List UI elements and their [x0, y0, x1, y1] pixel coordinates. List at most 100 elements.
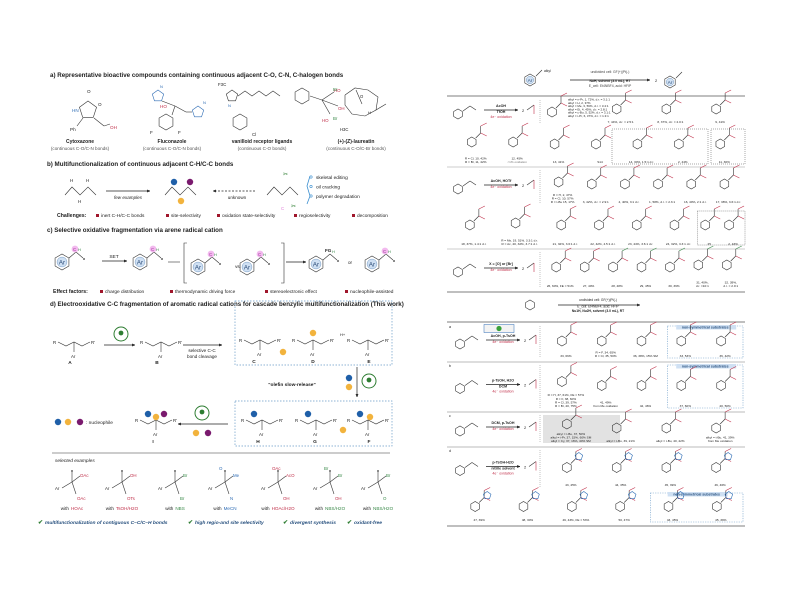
bond	[621, 247, 629, 252]
bond	[567, 172, 574, 177]
functional-group: Br	[180, 496, 185, 501]
oxazoline-ring	[724, 491, 733, 500]
nucleophile-ball	[250, 410, 258, 418]
sub-scheme-tag: c	[449, 414, 451, 418]
yield-label: alkyl = i-Pr, 6, 37%, d.r. = 1.3:1	[568, 114, 609, 118]
reagent-label: DCM	[499, 385, 507, 389]
atom-r-prime: R'	[277, 338, 281, 343]
substrate-ring	[525, 299, 535, 311]
product-count: 2	[524, 465, 527, 470]
bond	[661, 174, 668, 181]
bond	[650, 257, 657, 262]
bond	[570, 331, 578, 336]
atom-f: F	[150, 130, 153, 135]
nucleophile-ball	[170, 178, 178, 186]
bond	[277, 481, 283, 495]
yield-label: 29, 45%	[640, 284, 652, 288]
selected-examples-label: selected examples	[55, 458, 95, 464]
electrode-icon	[194, 405, 210, 421]
bullet-square-icon	[294, 214, 297, 217]
atom-o: O	[98, 102, 102, 107]
bond	[471, 462, 479, 467]
bond	[563, 134, 570, 139]
cleavage-label: bond cleavage	[187, 354, 217, 359]
functional-group: OH	[283, 496, 290, 501]
triazole-ring	[151, 89, 165, 102]
aryl-ring	[510, 217, 521, 229]
bullet-circle-icon	[309, 185, 313, 189]
arene-ring	[308, 255, 324, 273]
bond	[580, 487, 587, 491]
bond	[666, 164, 674, 169]
arene-highlight	[56, 256, 68, 268]
yield-label: 1, 58%, d.r. = 2.3:1	[649, 200, 675, 204]
aryl-ring	[711, 462, 721, 473]
bond	[604, 124, 612, 129]
yield-label: 33, 66%	[560, 354, 572, 358]
challenge-item: site-selectivity	[171, 213, 201, 219]
bond	[687, 124, 694, 129]
yield-label: alkyl = Me, 3, 56%, d.r. = 3.4:1	[568, 104, 609, 108]
yield-label: 18, 37%, 1.4:1 d.r.	[461, 242, 486, 246]
atom-fg: FG	[325, 248, 332, 253]
arene-highlight	[310, 258, 322, 270]
phenyl-ring	[294, 87, 310, 105]
reaction-arrow-head	[517, 338, 521, 342]
bond	[174, 475, 184, 483]
yield-label: 40, 50%	[719, 404, 731, 408]
nucleophile-ball	[186, 178, 194, 186]
bullet-square-icon	[345, 290, 348, 293]
substituent-dot	[71, 470, 73, 472]
substituent-dot	[277, 470, 279, 472]
atom-ar: Ar	[153, 432, 158, 437]
bond	[575, 448, 583, 452]
yield-label: R = Cl, 10, 57%	[552, 196, 574, 200]
atom-r: R	[347, 338, 350, 343]
bond	[690, 321, 697, 326]
arene-label: Ar	[668, 80, 673, 86]
atom-c: C	[73, 247, 76, 252]
reagent-label: NBS/H2O	[373, 506, 394, 511]
aryl-ring	[674, 138, 684, 150]
product-arrow-head	[303, 260, 307, 264]
yield-label: 45, 39%	[665, 483, 677, 487]
bond	[464, 335, 473, 342]
aryl-ring	[669, 219, 680, 231]
bond	[71, 481, 77, 495]
atom-c: C	[383, 249, 386, 254]
nucleophile-ball	[204, 429, 212, 437]
bond	[733, 174, 740, 179]
sub-scheme-tag: a	[449, 325, 451, 329]
reagent-label: HOAc/H2O	[272, 506, 295, 511]
yield-label: from Me oxidation	[593, 404, 618, 408]
bond	[478, 497, 485, 503]
aryl-ring	[653, 178, 663, 190]
reaction-arrow-head	[517, 383, 521, 386]
oxazoline-ring	[628, 491, 637, 500]
yield-label: alkyl = t-Bu, 37, 50%	[557, 432, 586, 436]
arene-highlight	[241, 261, 253, 273]
reaction-arrow-head	[517, 465, 521, 468]
functional-group: O	[383, 496, 387, 501]
bond	[146, 251, 155, 259]
set-arrow-head	[124, 259, 128, 263]
reagent-label: 4e⁻ oxidation	[492, 340, 513, 344]
carbon-highlight	[207, 250, 215, 258]
nucleophile-ball	[366, 413, 374, 421]
atom-ar: Ar	[55, 486, 60, 491]
compound-name: Fluconazole	[158, 139, 187, 145]
substrate-ring	[455, 425, 465, 437]
yield-label: alkyl = t-Bu, 41, 39%	[706, 435, 735, 439]
bond	[121, 481, 127, 495]
compound-bond-type: (continuous C-O/C-Br bonds)	[326, 146, 386, 151]
reaction-arrow-head	[515, 108, 519, 112]
non-symmetrical-tag-bg	[667, 492, 728, 497]
bond	[687, 134, 694, 139]
oxazoline-ring	[624, 452, 633, 461]
yield-label: R = F, 38, 60%	[556, 397, 577, 401]
atom-r-prime: R'	[279, 418, 283, 423]
atom-r-prime: R'	[385, 418, 389, 423]
aryl-ring	[712, 501, 722, 512]
atom-r: R	[241, 418, 244, 423]
